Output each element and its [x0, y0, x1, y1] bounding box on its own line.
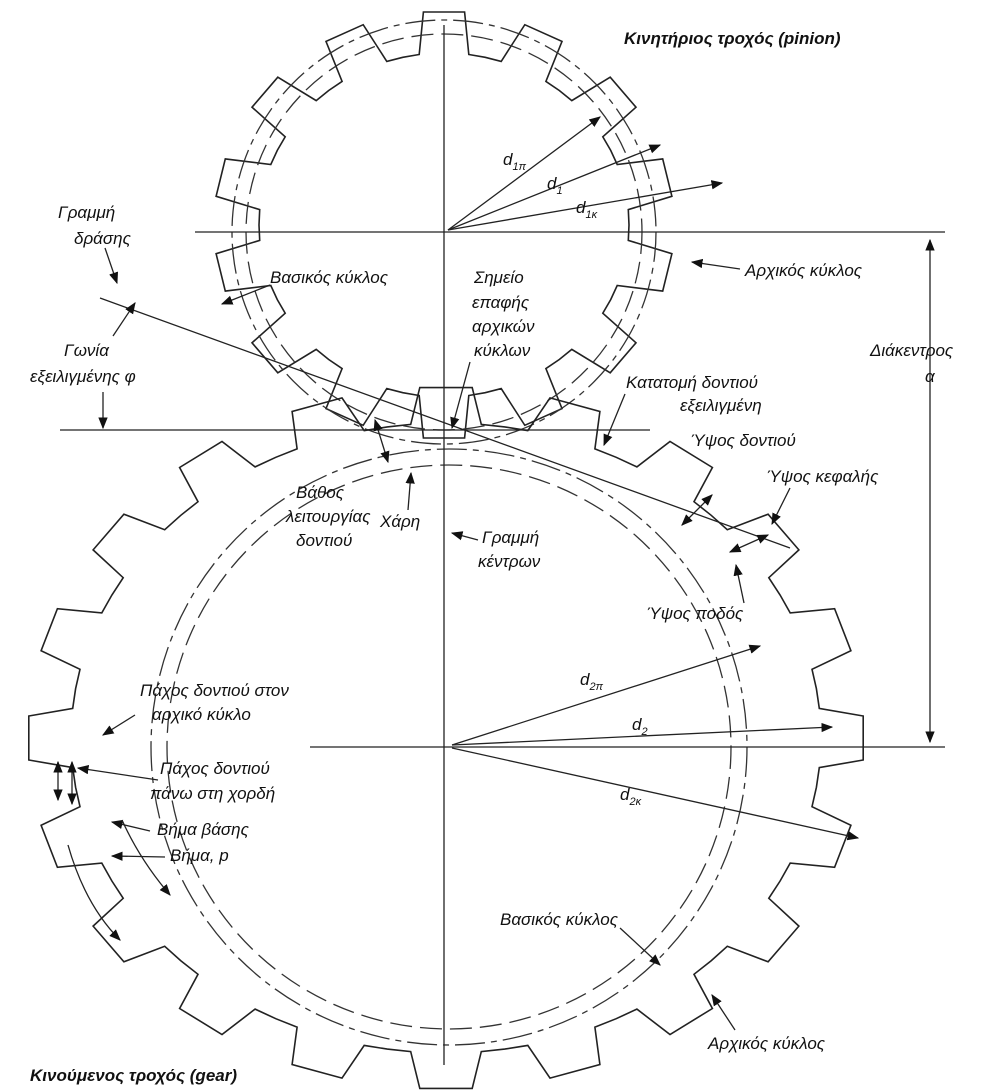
pitch-circle-top-leader [690, 258, 741, 270]
dedendum-arrow [728, 534, 770, 553]
working-depth-label-3: δοντιού [296, 531, 352, 550]
d2-kappa-main: d [620, 785, 630, 804]
tooth-height-arrow [681, 494, 713, 526]
d1-label: d1 [547, 174, 563, 197]
contact-point-label-2: επαφής [472, 293, 530, 312]
d1-arrow [447, 144, 662, 231]
base-pitch-leader [110, 819, 151, 832]
pitch-circle-bottom-label: Αρχικός κύκλος [707, 1034, 826, 1053]
line-of-action-leader [104, 247, 119, 285]
chordal-thickness-leader [76, 764, 159, 781]
d1-pi-main: d [503, 150, 513, 169]
d1-pi-arrow [447, 116, 601, 231]
pitch-arc [67, 844, 121, 941]
d1-kappa-arrow [447, 180, 724, 231]
center-distance-label-2: α [925, 367, 936, 386]
pressure-angle-label-2: εξειλιγμένης φ [30, 367, 136, 386]
d2-pi-label: d2π [580, 670, 604, 693]
pressure-angle-leader [112, 302, 136, 337]
d2-kappa-sub: 2κ [628, 796, 641, 808]
involute-label-1: Κατατομή δοντιού [626, 373, 758, 392]
center-line-leader [450, 531, 479, 541]
d1-main: d [547, 174, 557, 193]
base-circle-top-leader [220, 284, 271, 305]
d2-sub: 2 [640, 726, 647, 738]
d2-pi-main: d [580, 670, 590, 689]
base-circle-top-label: Βασικός κύκλος [270, 268, 389, 287]
gear-diameter-arrows [451, 644, 860, 841]
working-depth-label-2: λειτουργίας [285, 507, 371, 526]
involute-label-2: εξειλιγμένη [680, 396, 762, 415]
d1-kappa-sub: 1κ [585, 209, 597, 221]
construction-lines [60, 25, 945, 1065]
circ-thickness-label-2: αρχικό κύκλο [152, 705, 251, 724]
clearance-label: Χάρη [379, 512, 420, 531]
d2-kappa-label: d2κ [620, 785, 642, 808]
involute-leader [603, 393, 626, 447]
pitch-circle-top-label: Αρχικός κύκλος [744, 261, 863, 280]
d1-kappa-label: d1κ [576, 198, 598, 221]
working-depth-label-1: Βάθος [296, 483, 345, 502]
addendum-label: Ύψος κεφαλής [766, 467, 879, 486]
center-line-label-2: κέντρων [478, 552, 541, 571]
d1-sub: 1 [556, 185, 562, 197]
addendum-leader [771, 487, 791, 526]
base-circle-bottom-label: Βασικός κύκλος [500, 910, 619, 929]
base-pitch-label: Βήμα βάσης [157, 820, 250, 839]
chordal-thickness-label-2: πάνω στη χορδή [150, 784, 275, 803]
contact-point-leader [450, 361, 471, 430]
d2-pi-arrow [451, 644, 762, 746]
center-line-label-1: Γραμμή [482, 528, 539, 547]
pinion-diameter-arrows [447, 116, 724, 231]
d1-pi-sub: 1π [512, 161, 526, 173]
pitch-leader [110, 851, 166, 861]
pinion-title: Κινητήριος τροχός (pinion) [624, 29, 841, 48]
contact-point-label-3: αρχικών [472, 317, 535, 336]
d2-label: d2 [632, 715, 648, 738]
d1-pi-label: d1π [503, 150, 527, 173]
dedendum-label: Ύψος ποδός [646, 604, 744, 623]
d2-pi-sub: 2π [588, 681, 603, 693]
line-of-action-label-2: δράσης [74, 229, 132, 248]
contact-point-label-4: κύκλων [474, 341, 531, 360]
center-distance-label-1: Διάκεντρος [869, 341, 954, 360]
working-depth-arrow [373, 418, 390, 464]
gear-title: Κινούμενος τροχός (gear) [30, 1066, 237, 1085]
circ-thickness-label-1: Πάχος δοντιού στον [140, 681, 289, 700]
d2-arrow [451, 722, 834, 746]
pitch-circle-bottom-leader [711, 994, 736, 1031]
gear-tooth-outline [28, 386, 864, 1090]
clearance-leader [405, 471, 415, 511]
line-of-action [99, 297, 791, 549]
leader-arrows [53, 247, 791, 1031]
d2-kappa-arrow [451, 747, 860, 841]
base-circle-bottom-leader [619, 927, 661, 966]
tooth-height-label: Ύψος δοντιού [690, 431, 796, 450]
chordal-thickness-label-1: Πάχος δοντιού [160, 759, 270, 778]
dedendum-leader [733, 563, 745, 604]
d2-main: d [632, 715, 642, 734]
base-pitch-arc [121, 819, 171, 896]
contact-point-label-1: Σημείο [473, 268, 524, 287]
circ-thickness-leader [102, 714, 136, 736]
d1-kappa-main: d [576, 198, 586, 217]
driven-gear [28, 386, 864, 1090]
pitch-label: Βήμα, p [170, 846, 229, 865]
line-of-action-label-1: Γραμμή [58, 203, 115, 222]
pressure-angle-label-1: Γωνία [64, 341, 110, 360]
text-labels: Κινητήριος τροχός (pinion) Κινούμενος τρ… [30, 29, 954, 1085]
